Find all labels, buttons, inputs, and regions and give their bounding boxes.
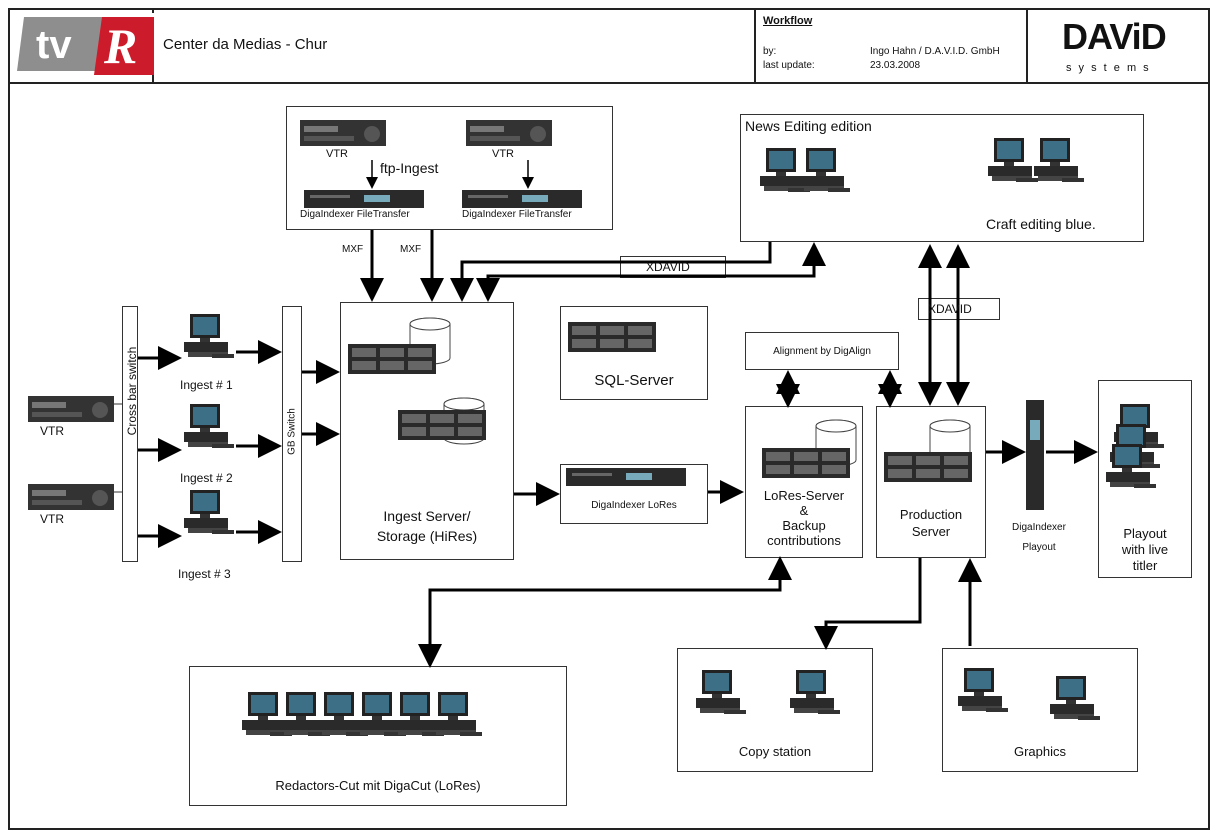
diga-lores-box (560, 464, 708, 524)
diga-filetransfer-label-1: DigaIndexer FileTransfer (300, 209, 410, 220)
playout-label-line-1: Playout (1123, 526, 1167, 541)
ingest-server-label-line-2: Storage (HiRes) (376, 528, 478, 544)
diga-playout-label: DigaIndexer Playout (994, 518, 1084, 558)
playout-label-line-3: titler (1132, 558, 1158, 573)
mxf-label-2: MXF (400, 244, 422, 255)
by-value: Ingo Hahn / D.A.V.I.D. GmbH (870, 46, 1000, 57)
alignment-label: Alignment by DigAlign (773, 346, 871, 357)
update-label: last update: (763, 60, 815, 71)
diga-playout-label-line-2: Playout (1022, 542, 1056, 553)
lores-server-label-line-3: Backup (782, 518, 826, 533)
by-label: by: (763, 46, 777, 57)
playout-label: Playout with live titler (1098, 526, 1192, 574)
ingest-2-label: Ingest # 2 (180, 471, 233, 485)
lores-server-label-line-1: LoRes-Server (763, 488, 845, 503)
craft-editing-label: Craft editing blue. (986, 216, 1096, 232)
production-server-label-line-1: Production (899, 507, 963, 522)
redactors-box (189, 666, 567, 806)
lores-server-label: LoRes-Server & Backup contributions (745, 488, 863, 548)
doc-title: Workflow (763, 15, 813, 27)
diagram-frame (8, 8, 1210, 830)
vtr-top-label-2: VTR (492, 148, 514, 160)
ingest-3-label: Ingest # 3 (178, 567, 231, 581)
alignment-box (745, 332, 899, 370)
cross-bar-label: Cross bar switch (125, 346, 139, 436)
diga-lores-label: DigaIndexer LoRes (591, 500, 677, 511)
redactors-label: Redactors-Cut mit DigaCut (LoRes) (275, 778, 481, 793)
vtr-label-1: VTR (40, 424, 64, 438)
update-value: 23.03.2008 (870, 60, 921, 71)
xdavid-top-label: XDAVID (646, 260, 690, 274)
lores-server-label-line-4: contributions (767, 533, 841, 548)
mxf-label-1: MXF (342, 244, 364, 255)
header-divider (754, 8, 756, 82)
tvr-logo-text: tv (36, 23, 72, 67)
news-editing-label: News Editing edition (745, 118, 872, 134)
david-logo-sub: s y s t e m s (1066, 62, 1151, 74)
playout-label-line-2: with live (1121, 542, 1169, 557)
header-divider (1026, 8, 1028, 82)
svg-text:R: R (103, 18, 137, 74)
ftp-ingest-label: ftp-Ingest (380, 160, 439, 176)
lores-server-label-line-2: & (799, 503, 809, 518)
vtr-top-label-1: VTR (326, 148, 348, 160)
tvr-logo: tv R (14, 13, 154, 75)
sql-server-box (560, 306, 708, 400)
diga-filetransfer-label-2: DigaIndexer FileTransfer (462, 209, 572, 220)
production-server-label: Production Server (876, 506, 986, 540)
center-name: Center da Medias - Chur (163, 36, 328, 53)
sql-server-label: SQL-Server (594, 372, 674, 389)
gb-switch-label: GB Switch (286, 408, 298, 455)
vtr-label-2: VTR (40, 512, 64, 526)
diga-playout-label-line-1: DigaIndexer (1012, 522, 1066, 533)
xdavid-right-label: XDAVID (928, 302, 972, 316)
production-server-label-line-2: Server (911, 524, 951, 539)
cross-bar-switch (122, 306, 138, 562)
ingest-server-label: Ingest Server/ Storage (HiRes) (340, 506, 514, 546)
ingest-1-label: Ingest # 1 (180, 378, 233, 392)
ingest-server-label-line-1: Ingest Server/ (383, 508, 471, 524)
graphics-label: Graphics (1013, 744, 1067, 759)
david-logo: DAViD (1062, 16, 1167, 57)
gb-switch (282, 306, 302, 562)
copy-station-label: Copy station (738, 744, 812, 759)
